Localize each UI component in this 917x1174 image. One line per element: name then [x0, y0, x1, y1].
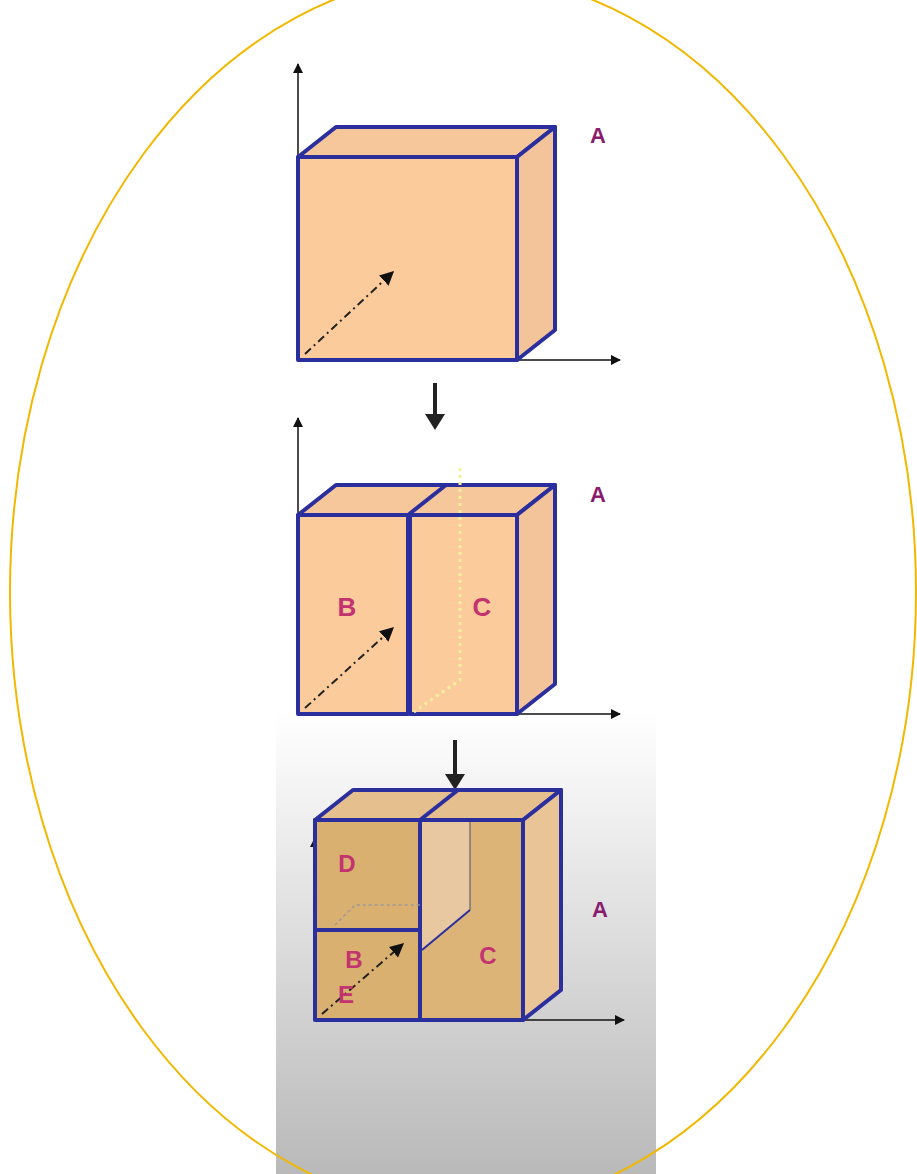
background-panel: [276, 712, 656, 1174]
part-label: C: [479, 944, 496, 968]
cube-d-e-c: [315, 790, 624, 1020]
down-arrow: [425, 383, 445, 430]
part-label: B: [345, 948, 362, 972]
part-label: A: [590, 484, 606, 506]
part-label: A: [590, 125, 606, 147]
part-label: E: [338, 983, 354, 1007]
outline-ellipse: [10, 0, 916, 1174]
cube-a: [298, 64, 620, 360]
part-label: C: [473, 594, 492, 620]
down-arrow: [445, 740, 465, 790]
part-label: A: [592, 899, 608, 921]
cube-b-c: [298, 418, 620, 714]
part-label: B: [338, 594, 357, 620]
part-label: D: [338, 852, 355, 876]
